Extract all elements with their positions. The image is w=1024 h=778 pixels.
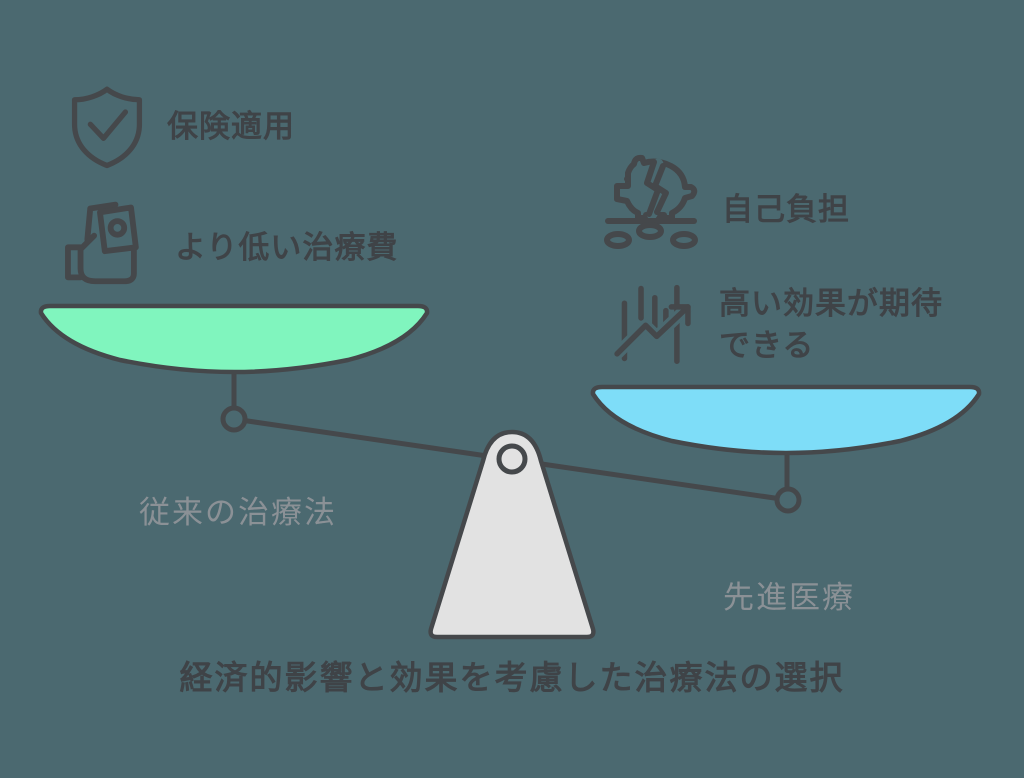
fulcrum-hole [496,443,528,475]
shield-check-icon [71,86,143,169]
right-benefit-1-label: 自己負担 [722,192,850,228]
right-pan-label: 先進医療 [723,580,855,616]
left-pan-label: 従来の治療法 [139,495,337,531]
right-pivot-circle [774,486,802,514]
hand-money-icon [65,201,139,285]
left-benefit-1-label: 保険適用 [167,109,295,145]
left-pivot-circle [220,405,248,433]
growth-chart-icon [611,284,694,364]
broken-piggy-bank-icon [604,154,698,249]
fulcrum [428,429,596,640]
left-benefit-2-label: より低い治療費 [175,230,399,266]
right-benefit-2-label: 高い効果が期待できる [719,286,943,364]
left-scale-pan [38,303,430,375]
diagram-caption: 経済的影響と効果を考慮した治療法の選択 [179,658,845,697]
right-scale-pan [590,384,982,456]
